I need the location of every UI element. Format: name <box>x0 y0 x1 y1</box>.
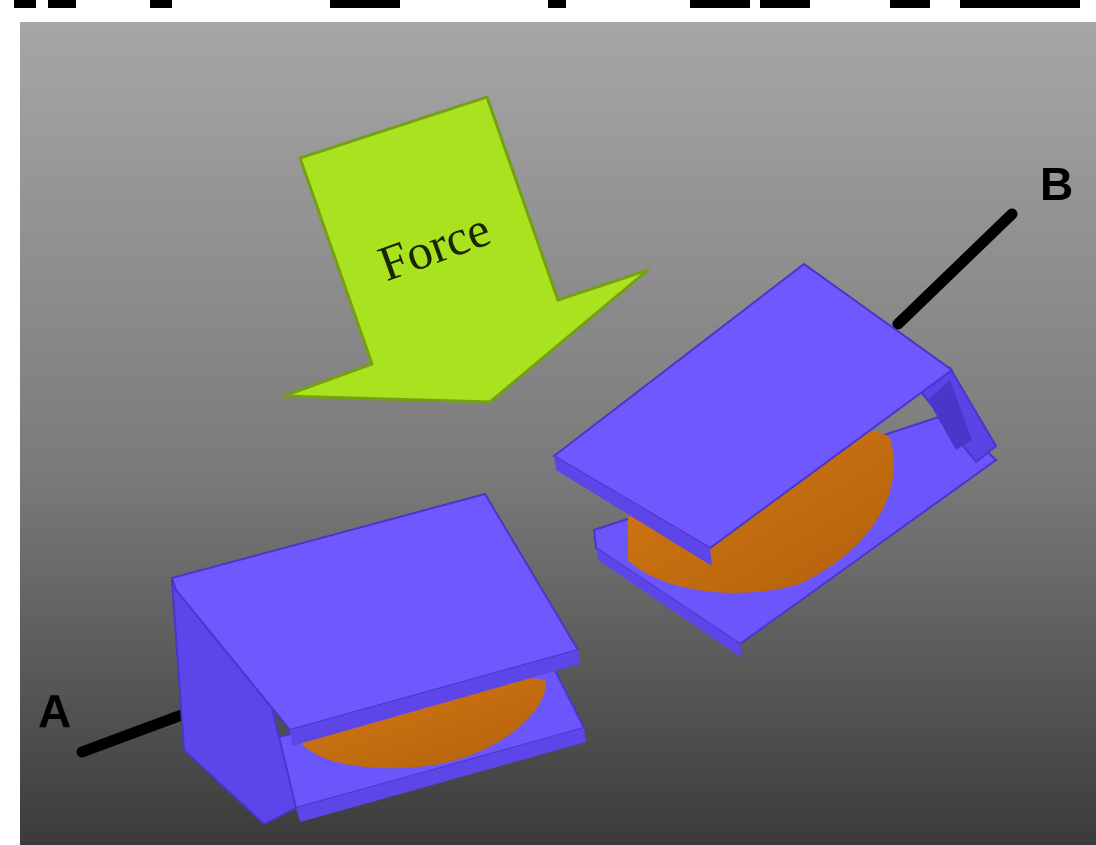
clip-a-top-edge <box>290 650 580 746</box>
cropped-text-remnants <box>14 0 1080 8</box>
clip-b-top-plate <box>552 262 954 550</box>
clip-a <box>170 492 586 826</box>
force-arrow-shape <box>282 95 650 404</box>
force-arrow: Force <box>282 95 650 404</box>
label-b: B <box>1040 158 1073 210</box>
clip-b-bottom-edge <box>596 548 742 658</box>
clip-a-disc <box>300 677 547 769</box>
top-margin <box>0 0 1096 22</box>
clip-b-side-inner <box>928 380 972 450</box>
clip-b-top-edge <box>554 456 712 566</box>
clip-a-bottom-edge <box>296 728 586 822</box>
clip-b <box>552 262 998 658</box>
label-a: A <box>38 685 71 737</box>
wire-b <box>892 208 1018 330</box>
